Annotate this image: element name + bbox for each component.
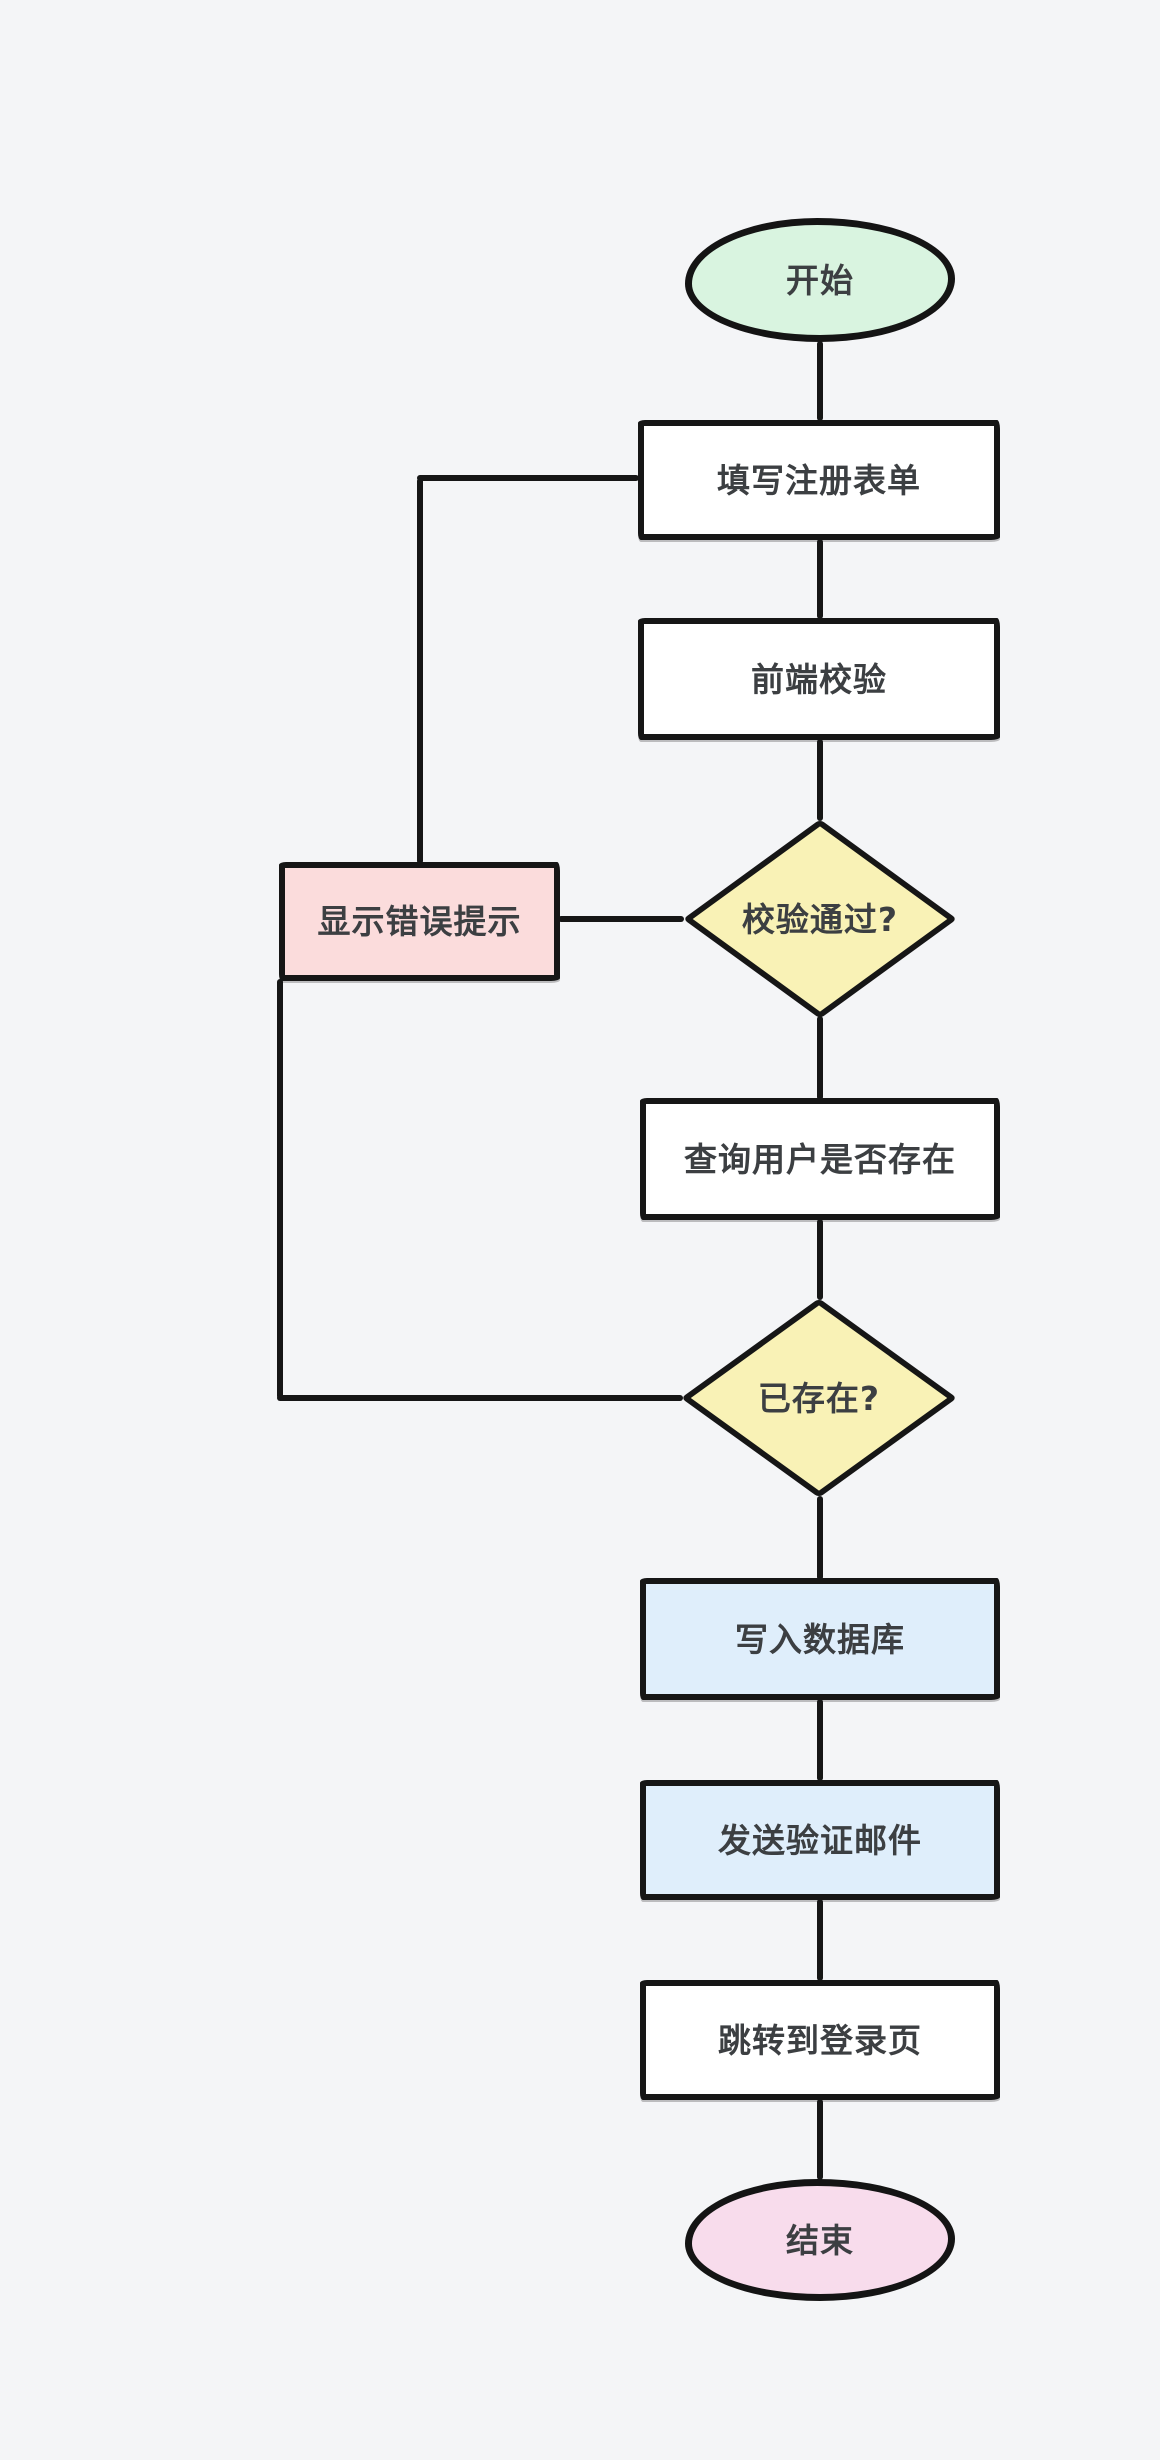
- node-query-user: 查询用户是否存在: [640, 1098, 1000, 1220]
- node-validation-passed: 校验通过?: [683, 819, 957, 1019]
- node-start-label: 开始: [786, 260, 854, 300]
- node-send-email-label: 发送验证邮件: [718, 1820, 922, 1860]
- connector-decision2-left-horizontal: [277, 1395, 683, 1401]
- connector-validation-to-decision1: [817, 739, 823, 821]
- node-start: 开始: [685, 218, 955, 342]
- node-validation-passed-label: 校验通过?: [741, 899, 899, 939]
- connector-start-to-fill-form: [817, 341, 823, 421]
- node-user-exists-label: 已存在?: [757, 1378, 881, 1418]
- connector-send-email-to-goto-login: [817, 1899, 823, 1981]
- node-show-error: 显示错误提示: [279, 862, 560, 981]
- node-show-error-label: 显示错误提示: [317, 902, 522, 941]
- node-send-email: 发送验证邮件: [640, 1780, 1000, 1900]
- node-fill-form: 填写注册表单: [638, 420, 1000, 540]
- connector-decision1-to-query-user: [817, 1016, 823, 1100]
- connector-error-loop-vertical: [417, 478, 423, 864]
- node-goto-login-label: 跳转到登录页: [718, 2020, 922, 2060]
- node-frontend-validation: 前端校验: [638, 618, 1000, 740]
- node-user-exists: 已存在?: [681, 1298, 957, 1498]
- node-write-db: 写入数据库: [640, 1578, 1000, 1700]
- node-write-db-label: 写入数据库: [735, 1619, 905, 1659]
- connector-write-db-to-send-email: [817, 1699, 823, 1781]
- connector-decision2-to-show-error: [277, 979, 283, 1399]
- connector-goto-login-to-end: [817, 2099, 823, 2180]
- connector-decision2-to-write-db: [817, 1496, 823, 1580]
- connector-fill-form-to-validation: [817, 539, 823, 619]
- node-end: 结束: [685, 2179, 955, 2301]
- node-query-user-label: 查询用户是否存在: [684, 1139, 956, 1179]
- connector-decision1-to-show-error: [558, 916, 684, 922]
- node-goto-login: 跳转到登录页: [640, 1980, 1000, 2100]
- connector-error-loop-horizontal: [417, 475, 639, 481]
- connector-query-user-to-decision2: [817, 1219, 823, 1300]
- node-fill-form-label: 填写注册表单: [717, 460, 921, 500]
- node-frontend-validation-label: 前端校验: [751, 659, 887, 699]
- node-end-label: 结束: [786, 2220, 854, 2260]
